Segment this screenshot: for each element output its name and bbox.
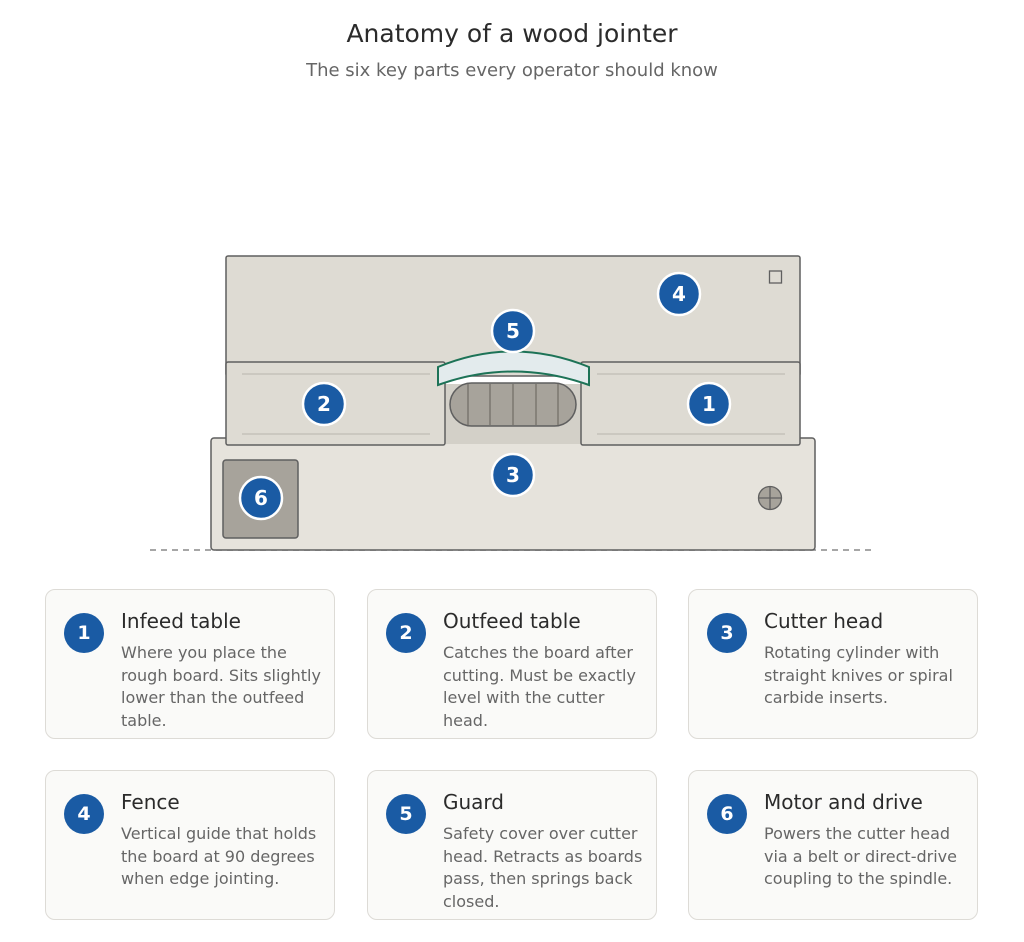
callout-6-label: 6 (254, 486, 268, 510)
part-number-badge: 4 (64, 794, 104, 834)
callout-6: 6 (238, 475, 284, 521)
cutter-guard (437, 350, 590, 387)
part-card-cutter-head: 3 Cutter head Rotating cylinder with str… (688, 589, 978, 739)
part-number-badge: 3 (707, 613, 747, 653)
part-title: Cutter head (764, 609, 884, 633)
part-number-badge: 6 (707, 794, 747, 834)
part-description: Powers the cutter head via a belt or dir… (764, 824, 957, 888)
part-card-infeed-table: 1 Infeed table Where you place the rough… (45, 589, 335, 739)
callout-4-label: 4 (672, 282, 686, 306)
part-description: Catches the board after cutting. Must be… (443, 643, 636, 730)
page-title: Anatomy of a wood jointer (346, 19, 678, 48)
part-description: Rotating cylinder with straight knives o… (764, 643, 953, 707)
part-number-badge: 1 (64, 613, 104, 653)
part-description: Safety cover over cutter head. Retracts … (443, 824, 643, 911)
jointer-diagram: 1 2 3 4 5 6 (150, 255, 872, 551)
part-title: Guard (443, 790, 504, 814)
part-card-fence: 4 Fence Vertical guide that holds the bo… (45, 770, 335, 920)
part-number-badge: 2 (386, 613, 426, 653)
cutter-head (449, 382, 577, 427)
part-card-motor-and-drive: 6 Motor and drive Powers the cutter head… (688, 770, 978, 920)
part-description: Where you place the rough board. Sits sl… (121, 643, 321, 730)
part-title: Infeed table (121, 609, 241, 633)
part-number-badge: 5 (386, 794, 426, 834)
callout-3: 3 (490, 452, 536, 498)
page-subtitle: The six key parts every operator should … (306, 60, 718, 81)
callout-1-label: 1 (702, 392, 716, 416)
part-title: Outfeed table (443, 609, 581, 633)
callout-2: 2 (301, 381, 347, 427)
part-title: Fence (121, 790, 180, 814)
callout-4: 4 (656, 271, 702, 317)
callout-3-label: 3 (506, 463, 520, 487)
fence-knob (768, 270, 783, 284)
part-card-guard: 5 Guard Safety cover over cutter head. R… (367, 770, 657, 920)
part-title: Motor and drive (764, 790, 923, 814)
callout-1: 1 (686, 381, 732, 427)
part-description: Vertical guide that holds the board at 9… (121, 824, 317, 888)
adjustment-knob (757, 485, 783, 511)
part-card-outfeed-table: 2 Outfeed table Catches the board after … (367, 589, 657, 739)
callout-5-label: 5 (506, 319, 520, 343)
callout-5: 5 (490, 308, 536, 354)
callout-2-label: 2 (317, 392, 331, 416)
